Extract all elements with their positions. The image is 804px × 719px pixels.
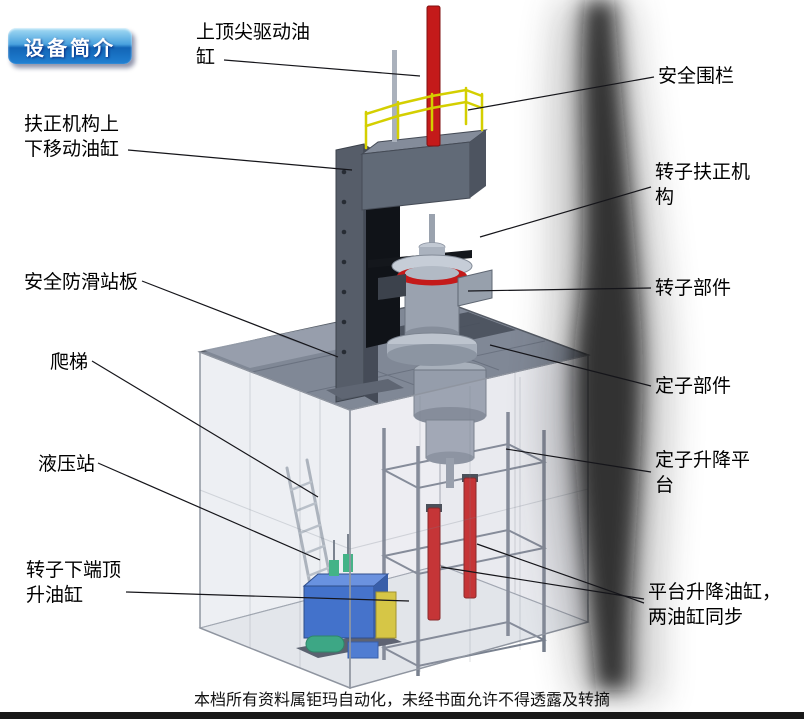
yellow-block: [375, 591, 397, 639]
leader-lines: [91, 59, 655, 604]
centering-bracket: [457, 269, 493, 307]
callout-hydraulic-station: 液压站: [38, 454, 96, 475]
title-badge: 设备简介: [8, 28, 132, 64]
callout-stator-component: 定子部件: [655, 376, 732, 397]
bottom-rule: [0, 712, 804, 719]
enclosure-front-walls: [199, 350, 589, 690]
callout-rotor-centering-mech: 转子扶正机构: [655, 162, 751, 209]
shadow-smear: [542, 0, 670, 700]
callout-anti-slip-standing-plate: 安全防滑站板: [24, 272, 139, 293]
top-drive-cylinder-rod: [426, 5, 441, 147]
head-box: [360, 129, 488, 211]
callout-safety-fence: 安全围栏: [658, 66, 735, 87]
rotor-assembly: [368, 214, 493, 366]
cylinder-rod-right: [463, 477, 477, 599]
platform-lift-cylinder-left: [426, 504, 442, 621]
callout-stator-lift-platform: 定子升降平台: [655, 450, 751, 497]
callout-ladder: 爬梯: [50, 352, 89, 373]
main-column: [326, 143, 404, 404]
callout-rotor-component: 转子部件: [655, 278, 732, 299]
platform-lift-cylinder-right: [462, 474, 478, 599]
safety-fence-railing: [364, 86, 484, 150]
centering-arm: [378, 274, 406, 300]
pump-motor: [305, 635, 345, 653]
rotor-body: [404, 277, 460, 335]
column-opening: [366, 168, 400, 348]
callout-platform-lift-cylinders: 平台升降油缸，两油缸同步: [648, 582, 782, 629]
cylinder-rod-left: [427, 507, 441, 621]
footer-disclaimer: 本档所有资料属钜玛自动化，未经书面允许不得透露及转摘: [193, 692, 610, 709]
stator-lift-frame: [381, 412, 548, 676]
callout-centering-mech-lift-cylinder: 扶正机构上下移动油缸: [24, 114, 120, 161]
guide-rod: [392, 50, 397, 142]
hydraulic-station-unit: [296, 534, 402, 659]
callout-rotor-bottom-jack-cylinder: 转子下端顶升油缸: [26, 560, 122, 607]
callout-top-center-drive-cylinder: 上顶尖驱动油缸: [196, 22, 311, 69]
